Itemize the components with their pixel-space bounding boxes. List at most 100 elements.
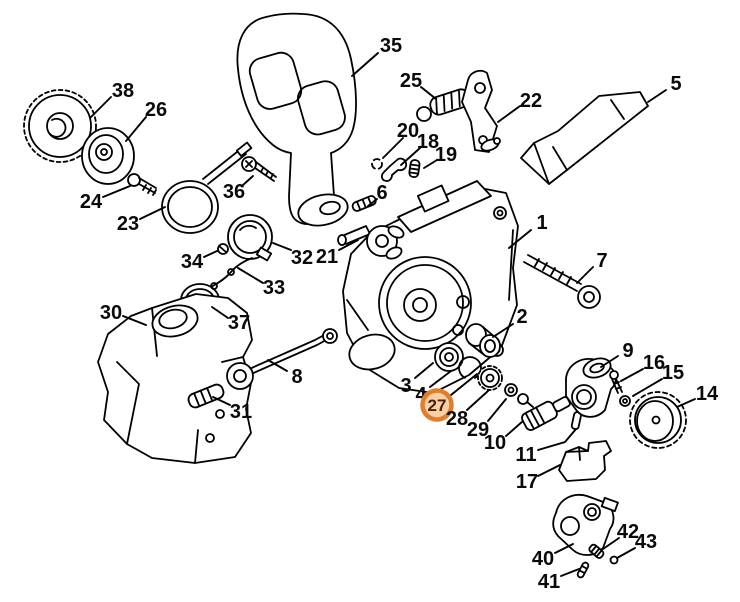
leader-line-14 bbox=[676, 398, 696, 408]
oil-pump-pinion bbox=[477, 365, 503, 391]
leader-line-30 bbox=[122, 315, 147, 326]
highlight-ring bbox=[420, 388, 454, 422]
leader-line-22 bbox=[497, 105, 521, 123]
part-number-33[interactable]: 33 bbox=[263, 277, 285, 299]
leader-line-42 bbox=[602, 537, 620, 550]
linkage-bits bbox=[480, 137, 501, 152]
bushing bbox=[465, 323, 501, 358]
part-number-14[interactable]: 14 bbox=[696, 383, 719, 405]
part-number-2[interactable]: 2 bbox=[516, 306, 527, 328]
part-number-25[interactable]: 25 bbox=[400, 70, 422, 92]
chain-adjuster bbox=[337, 225, 405, 260]
part-number-1[interactable]: 1 bbox=[536, 212, 547, 234]
leader-line-36 bbox=[242, 175, 254, 186]
leader-line-27 bbox=[450, 373, 478, 396]
brake-lever bbox=[461, 69, 498, 153]
leader-line-16 bbox=[620, 368, 644, 382]
part-number-26[interactable]: 26 bbox=[145, 99, 167, 121]
leader-line-8 bbox=[267, 359, 288, 372]
leader-line-5 bbox=[647, 89, 667, 103]
leader-line-26 bbox=[125, 116, 147, 142]
leader-line-38 bbox=[89, 96, 112, 119]
part-number-29[interactable]: 29 bbox=[467, 419, 489, 441]
part-number-42[interactable]: 42 bbox=[617, 521, 639, 543]
part-number-17[interactable]: 17 bbox=[516, 471, 538, 493]
part-number-31[interactable]: 31 bbox=[230, 401, 252, 423]
leader-line-23 bbox=[139, 206, 166, 220]
part-number-38[interactable]: 38 bbox=[112, 80, 134, 102]
leader-line-37 bbox=[211, 306, 229, 319]
leader-line-25 bbox=[420, 86, 437, 100]
leader-line-20 bbox=[382, 137, 404, 159]
leader-line-40 bbox=[554, 543, 574, 554]
part-number-32[interactable]: 32 bbox=[291, 247, 313, 269]
deflector-plate bbox=[520, 91, 649, 185]
fuel-cap bbox=[227, 214, 273, 262]
part-number-7[interactable]: 7 bbox=[596, 250, 607, 272]
part-number-35[interactable]: 35 bbox=[380, 35, 402, 57]
leader-line-33 bbox=[237, 267, 264, 284]
leader-line-41 bbox=[560, 568, 580, 577]
leader-line-34 bbox=[203, 250, 218, 258]
leader-line-1 bbox=[508, 229, 532, 249]
part-number-5[interactable]: 5 bbox=[670, 73, 681, 95]
chain-sprocket bbox=[629, 391, 687, 449]
leader-line-3 bbox=[414, 362, 434, 379]
part-number-6[interactable]: 6 bbox=[376, 182, 387, 204]
part-number-18[interactable]: 18 bbox=[417, 131, 439, 153]
hand-guard bbox=[236, 12, 357, 227]
part-number-37[interactable]: 37 bbox=[228, 312, 250, 334]
part-number-11[interactable]: 11 bbox=[515, 444, 536, 466]
leader-line-43 bbox=[616, 547, 636, 559]
leader-line-6 bbox=[367, 198, 378, 207]
part-number-22[interactable]: 22 bbox=[520, 90, 542, 112]
spring-6 bbox=[351, 195, 377, 212]
part-number-43[interactable]: 43 bbox=[635, 531, 657, 553]
fuel-tank bbox=[97, 293, 253, 464]
leader-line-11 bbox=[537, 428, 577, 451]
leader-line-10 bbox=[505, 420, 524, 437]
part-number-10[interactable]: 10 bbox=[484, 432, 506, 454]
fuel-filter bbox=[187, 383, 225, 409]
ball bbox=[609, 555, 619, 565]
leader-line-24 bbox=[102, 185, 131, 198]
leader-line-17 bbox=[537, 464, 561, 477]
part-number-16[interactable]: 16 bbox=[643, 352, 665, 374]
support-bracket bbox=[558, 440, 612, 482]
part-number-28[interactable]: 28 bbox=[446, 408, 468, 430]
part-number-41[interactable]: 41 bbox=[538, 571, 560, 593]
leader-line-21 bbox=[338, 239, 359, 251]
starter-gear bbox=[23, 89, 97, 163]
leader-line-19 bbox=[423, 159, 438, 169]
part-number-19[interactable]: 19 bbox=[435, 144, 457, 166]
part-number-24[interactable]: 24 bbox=[80, 191, 103, 213]
chain-tensioner bbox=[552, 494, 619, 556]
part-number-30[interactable]: 30 bbox=[100, 302, 122, 324]
part-number-34[interactable]: 34 bbox=[181, 251, 204, 273]
leader-line-29 bbox=[487, 398, 507, 422]
e-clip bbox=[371, 158, 383, 170]
part-number-21[interactable]: 21 bbox=[316, 246, 338, 268]
part-number-9[interactable]: 9 bbox=[622, 340, 633, 362]
screw-36 bbox=[241, 156, 277, 182]
hex-bolt bbox=[127, 173, 157, 196]
pawl bbox=[380, 157, 408, 182]
tensioner-pin bbox=[576, 561, 590, 579]
part-number-15[interactable]: 15 bbox=[662, 362, 684, 384]
part-number-20[interactable]: 20 bbox=[397, 120, 419, 142]
part-number-27[interactable]: 27 bbox=[428, 396, 447, 415]
part-number-40[interactable]: 40 bbox=[532, 548, 554, 570]
part-number-8[interactable]: 8 bbox=[291, 366, 302, 388]
screw-16 bbox=[609, 370, 623, 394]
part-number-3[interactable]: 3 bbox=[400, 375, 411, 397]
part-number-36[interactable]: 36 bbox=[223, 181, 245, 203]
screw-7 bbox=[523, 254, 601, 309]
pawl-spring bbox=[408, 159, 421, 178]
leader-line-4 bbox=[429, 370, 452, 388]
leader-line-35 bbox=[351, 52, 379, 77]
leader-line-9 bbox=[600, 355, 619, 368]
part-number-23[interactable]: 23 bbox=[117, 213, 139, 235]
